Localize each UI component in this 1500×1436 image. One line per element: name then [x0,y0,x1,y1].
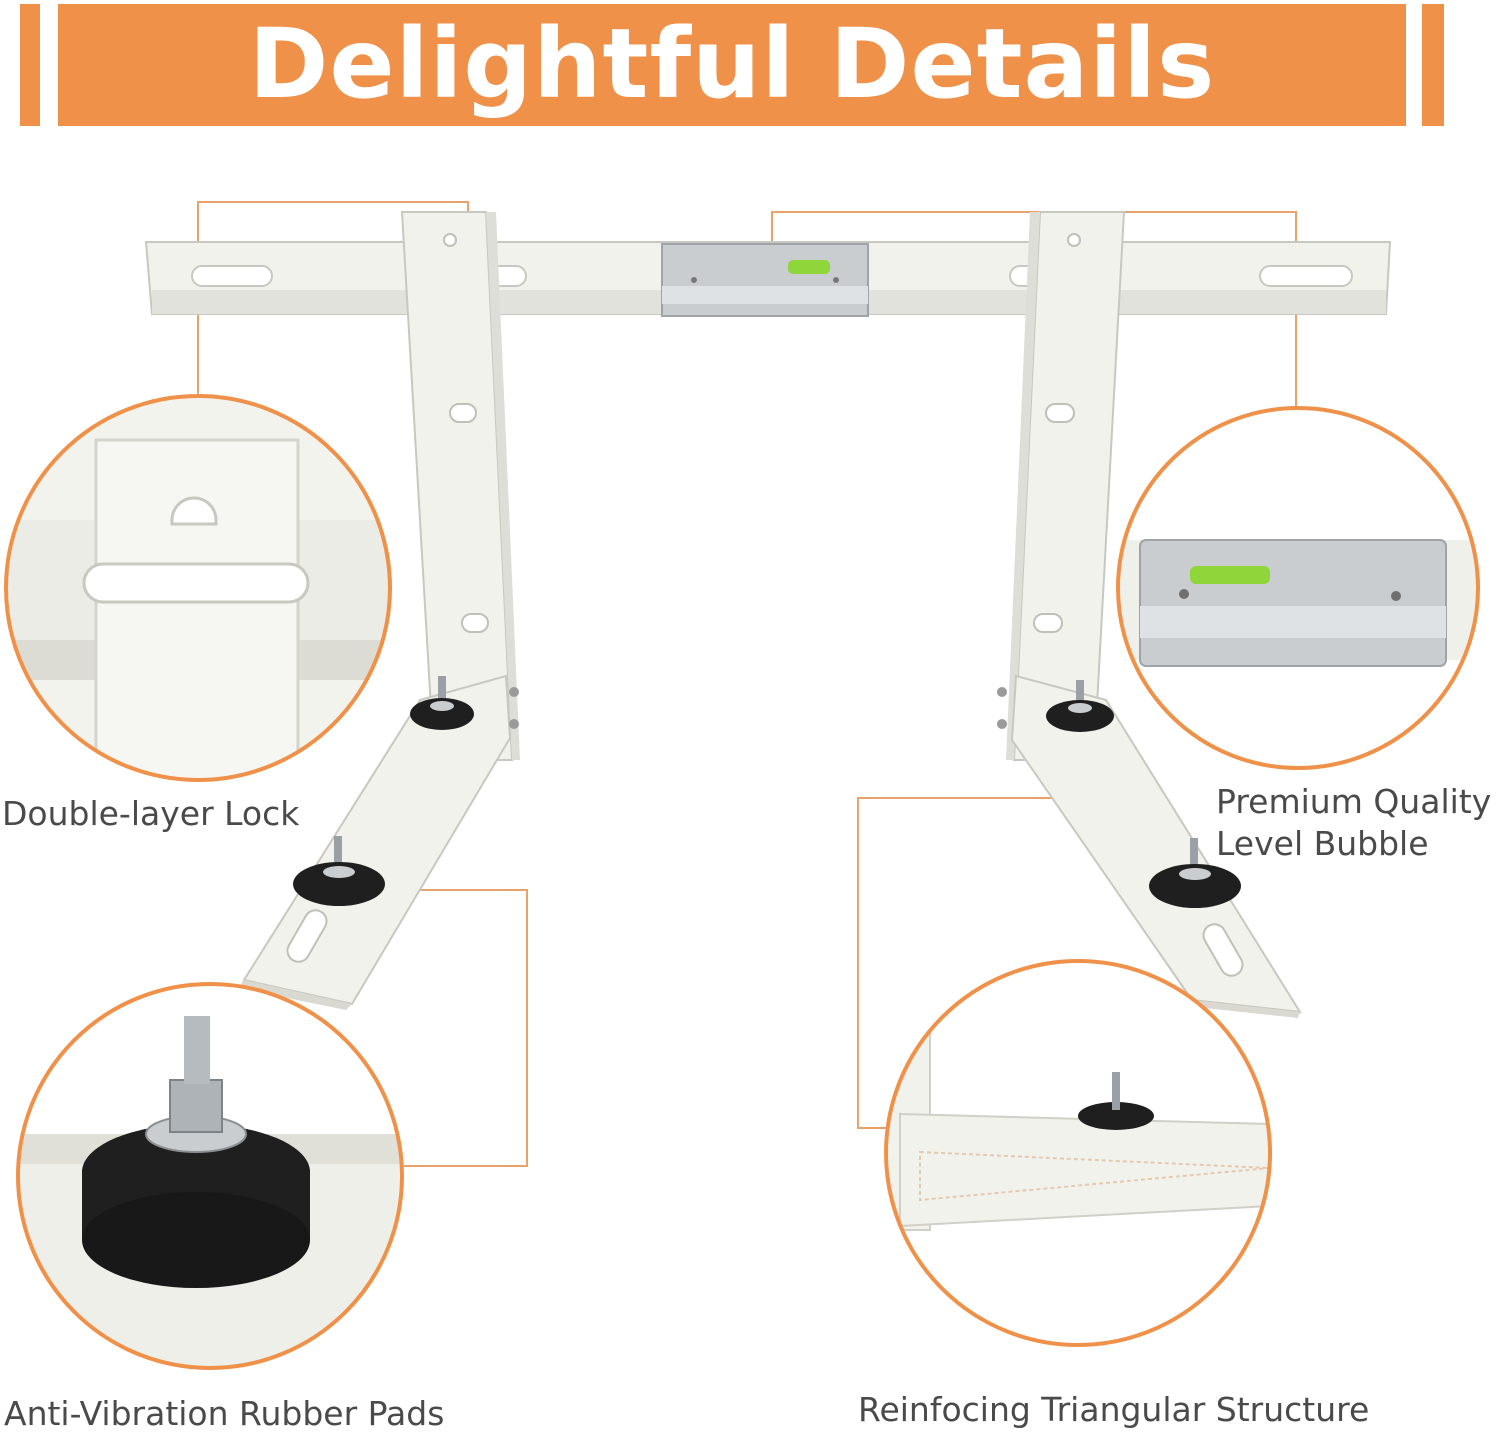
left-vertical-arm [400,211,520,761]
banner-main [58,4,1406,126]
leader-triangular-structure [857,797,1056,1129]
page-title: Delightful Details [248,8,1216,120]
right-diagonal-arm [997,674,1302,1018]
detail-circle-double-layer-lock [4,394,392,782]
detail-circle-triangular-structure [884,959,1272,1347]
detail-circle-rubber-pads [16,982,404,1370]
level-bubble-on-rail [661,243,869,317]
banner-right-stripe [1422,4,1444,126]
detail-circle-level-bubble [1116,406,1480,770]
caption-level-bubble-line1: Premium Quality [1216,782,1492,821]
rail-slot [191,265,273,287]
rubber-pad-right-lower [1149,838,1241,908]
rubber-pad-right-upper [1046,680,1114,732]
leader-rubber-pads [372,889,528,1167]
left-diagonal-arm [238,674,519,1010]
rubber-pad-left-upper [410,676,474,730]
banner-left-stripe [20,4,40,126]
caption-double-layer-lock: Double-layer Lock [2,794,300,833]
rubber-pad-left-lower [293,836,385,906]
caption-level-bubble-line2: Level Bubble [1216,824,1429,863]
right-vertical-arm [1006,211,1126,761]
rail-slot [1259,265,1353,287]
caption-triangular-structure: Reinfocing Triangular Structure [858,1390,1370,1429]
caption-rubber-pads: Anti-Vibration Rubber Pads [4,1394,445,1433]
